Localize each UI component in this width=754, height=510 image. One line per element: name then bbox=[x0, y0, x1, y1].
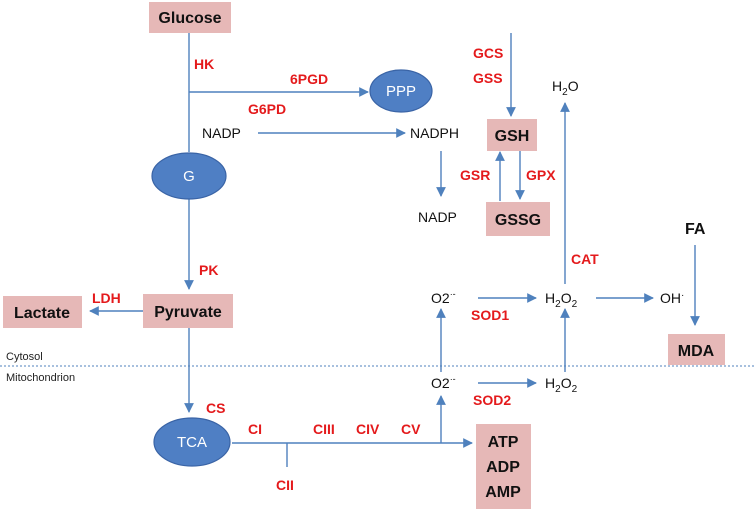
adp-label: ADP bbox=[486, 459, 520, 476]
enzyme-pk: PK bbox=[199, 262, 218, 278]
box-mda: MDA bbox=[668, 334, 725, 365]
enzyme-gpx: GPX bbox=[526, 167, 556, 183]
nadph-label: NADPH bbox=[410, 125, 459, 141]
fa-label: FA bbox=[685, 221, 706, 238]
node-tca: TCA bbox=[153, 417, 231, 467]
hydroxyl-label: OH· bbox=[660, 290, 684, 306]
enzyme-civ: CIV bbox=[356, 421, 380, 437]
gsh-label: GSH bbox=[495, 128, 530, 145]
ppp-label: PPP bbox=[386, 83, 416, 100]
h2o-label: H2O bbox=[552, 78, 579, 98]
box-gsh: GSH bbox=[487, 119, 537, 151]
superoxide-cytosol-label: O2·- bbox=[431, 289, 456, 306]
enzyme-ci: CI bbox=[248, 421, 262, 437]
box-lactate: Lactate bbox=[3, 296, 82, 328]
atp-label: ATP bbox=[488, 434, 519, 451]
box-energy: ATP ADP AMP bbox=[476, 424, 531, 509]
enzyme-6pgd: 6PGD bbox=[290, 71, 328, 87]
h2o2-cytosol-label: H2O2 bbox=[545, 290, 578, 310]
superoxide-mito-label: O2·- bbox=[431, 374, 456, 391]
enzyme-cs: CS bbox=[206, 400, 225, 416]
h2o2-mito-label: H2O2 bbox=[545, 375, 578, 395]
enzyme-cat: CAT bbox=[571, 251, 599, 267]
gssg-label: GSSG bbox=[495, 212, 541, 229]
enzyme-ciii: CIII bbox=[313, 421, 335, 437]
enzyme-labels: HK 6PGD G6PD GCS GSS GSR GPX CAT PK LDH … bbox=[92, 45, 599, 493]
mda-label: MDA bbox=[678, 343, 715, 360]
enzyme-gcs: GCS bbox=[473, 45, 503, 61]
enzyme-g6pd: G6PD bbox=[248, 101, 286, 117]
enzyme-hk: HK bbox=[194, 56, 214, 72]
node-g: G bbox=[151, 152, 227, 200]
nadp-bottom-label: NADP bbox=[418, 209, 457, 225]
enzyme-ldh: LDH bbox=[92, 290, 121, 306]
cytosol-label: Cytosol bbox=[6, 351, 43, 363]
tca-label: TCA bbox=[177, 434, 207, 451]
enzyme-gsr: GSR bbox=[460, 167, 490, 183]
glucose-label: Glucose bbox=[158, 10, 221, 27]
g-label: G bbox=[183, 168, 195, 185]
node-ppp: PPP bbox=[369, 69, 433, 113]
enzyme-cii: CII bbox=[276, 477, 294, 493]
box-glucose: Glucose bbox=[149, 2, 231, 33]
enzyme-gss: GSS bbox=[473, 70, 503, 86]
enzyme-sod2: SOD2 bbox=[473, 392, 511, 408]
amp-label: AMP bbox=[485, 484, 521, 501]
lactate-label: Lactate bbox=[14, 305, 70, 322]
mitochondrion-label: Mitochondrion bbox=[6, 372, 75, 384]
enzyme-sod1: SOD1 bbox=[471, 307, 509, 323]
pyruvate-label: Pyruvate bbox=[154, 304, 222, 321]
box-gssg: GSSG bbox=[486, 202, 550, 236]
nadp-left-label: NADP bbox=[202, 125, 241, 141]
pathway-arrows bbox=[89, 33, 700, 467]
box-pyruvate: Pyruvate bbox=[143, 294, 233, 328]
enzyme-cv: CV bbox=[401, 421, 421, 437]
